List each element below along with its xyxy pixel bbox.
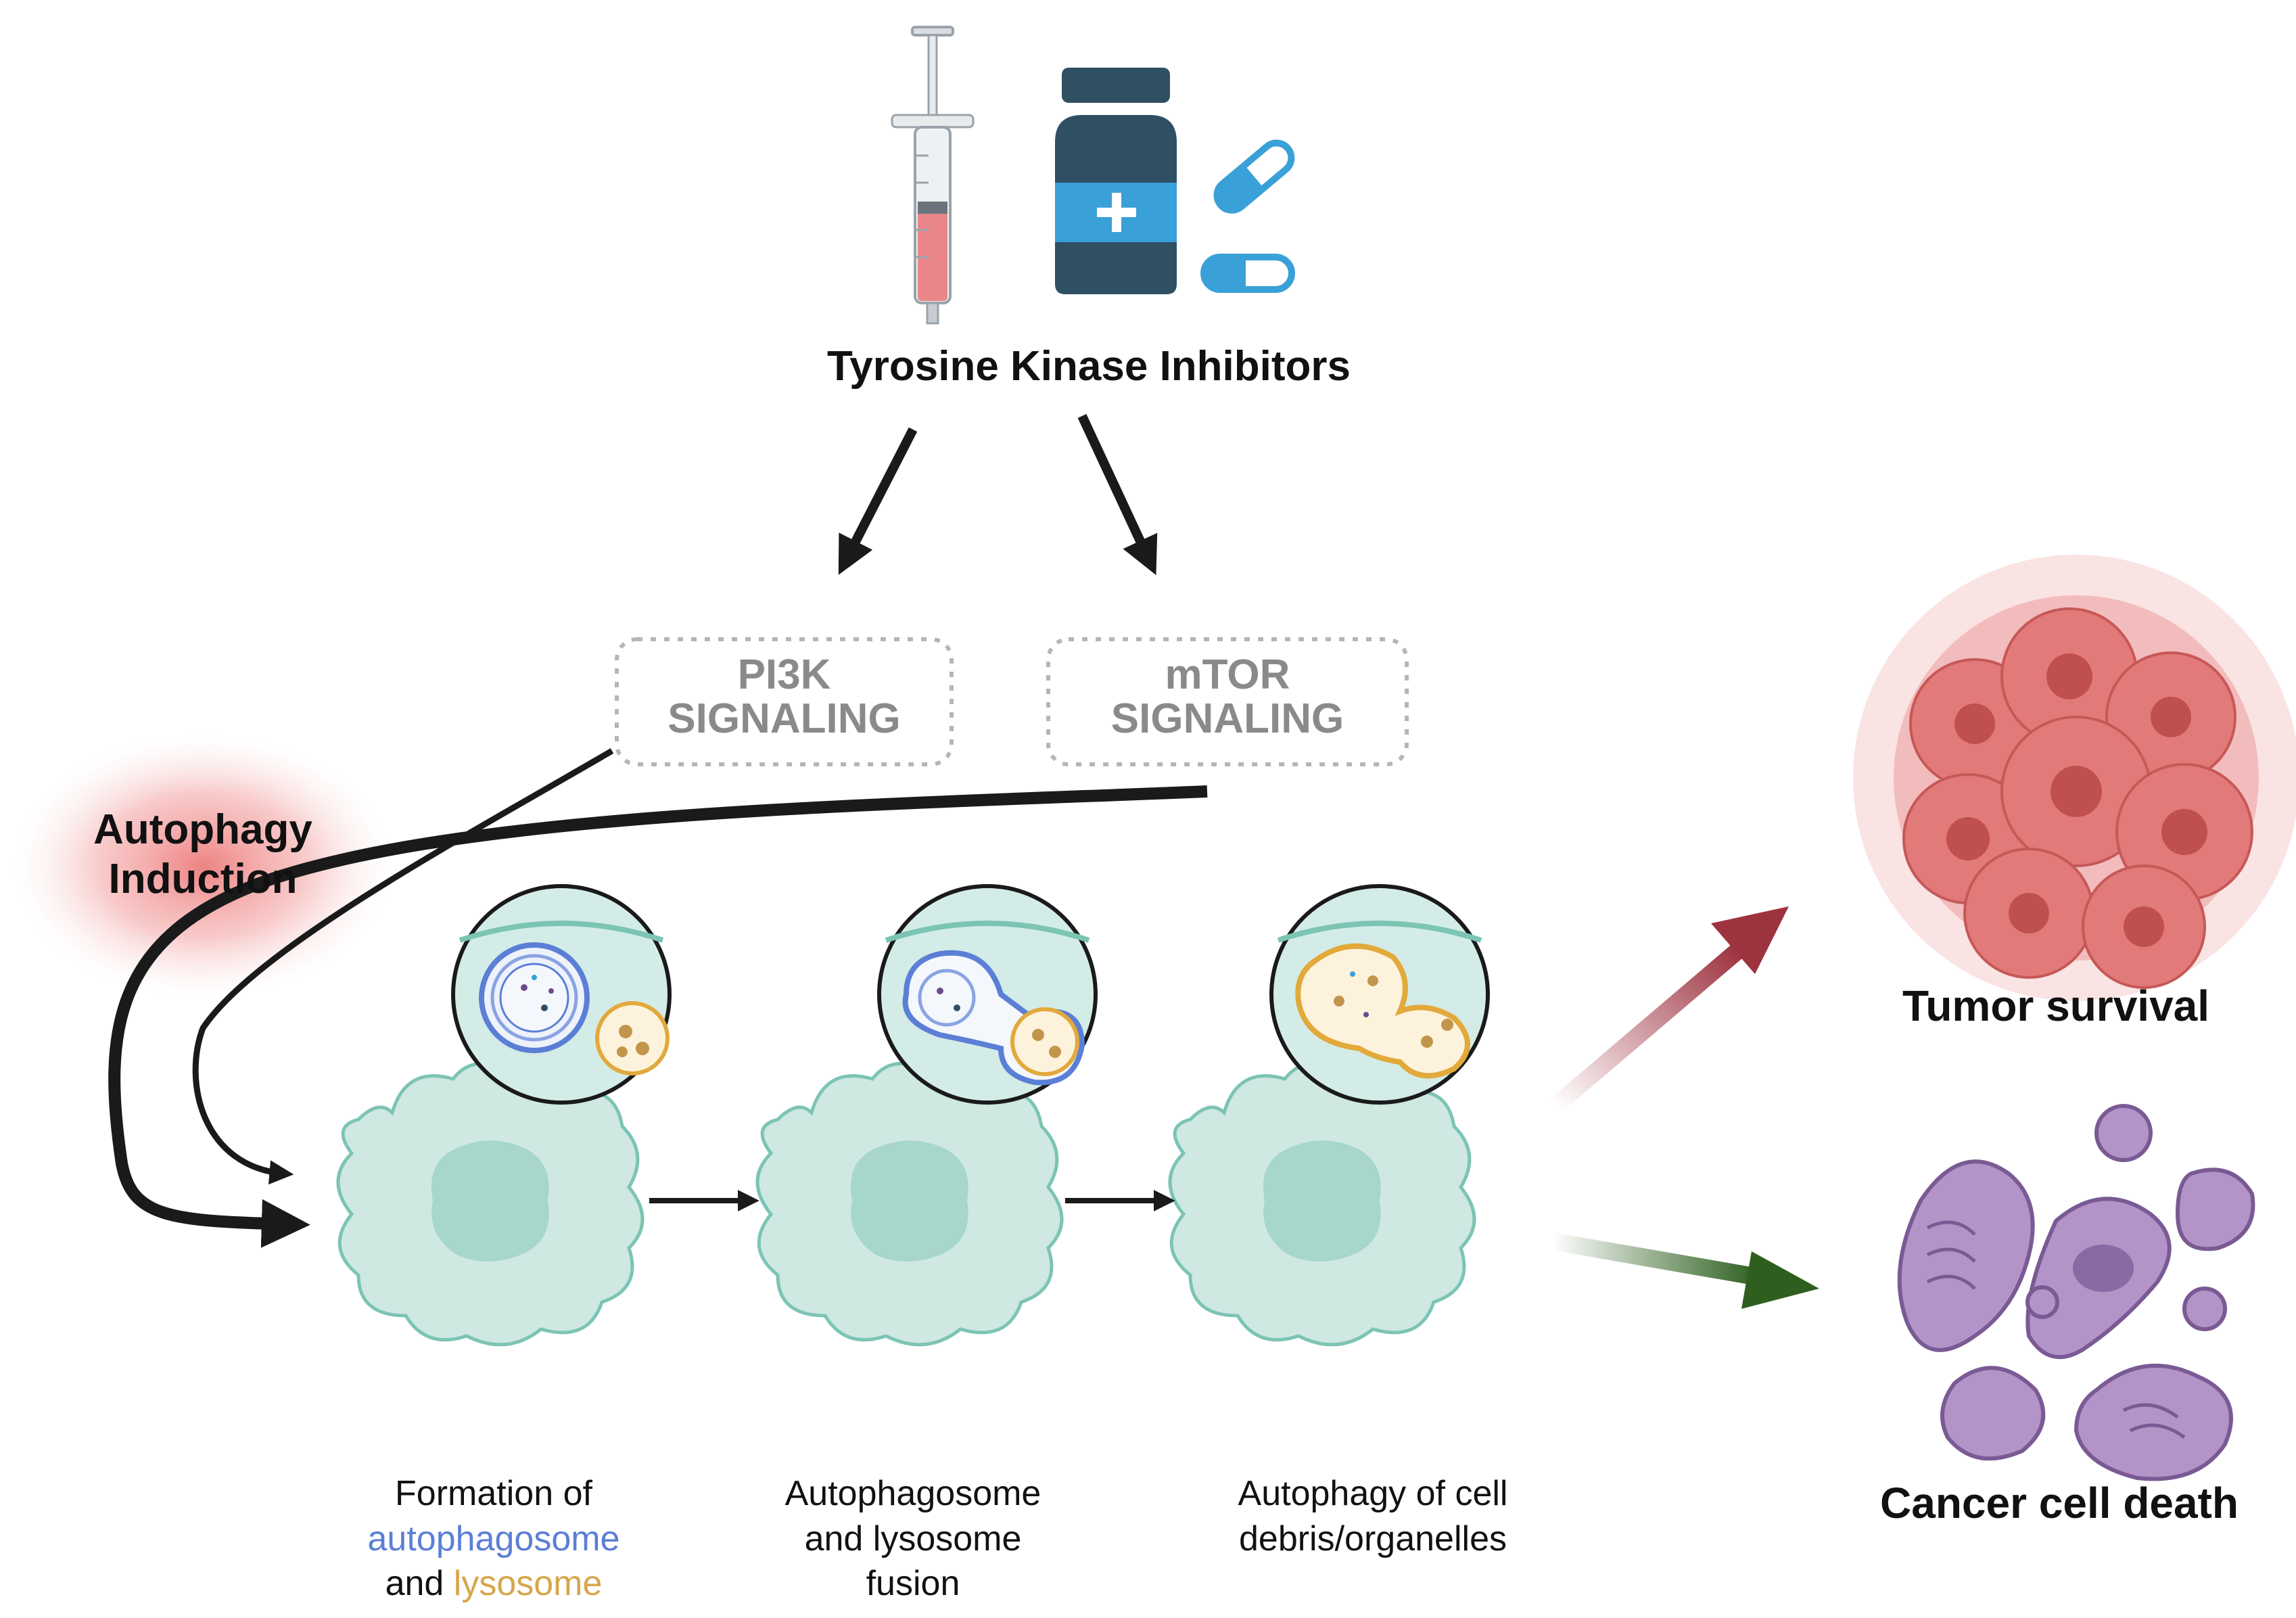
induction-line2: Induction <box>108 856 298 903</box>
pi3k-line1: PI3K <box>737 651 831 698</box>
syringe-icon <box>891 26 975 325</box>
stage1-line3: and lysosome <box>325 1561 663 1607</box>
stage3-caption: Autophagy of cell debris/organelles <box>1197 1471 1549 1561</box>
stage2-caption: Autophagosome and lysosome fusion <box>744 1471 1082 1607</box>
mtor-line1: mTOR <box>1165 651 1290 698</box>
cell-stage3 <box>1168 1061 1476 1347</box>
cell-stage2 <box>755 1061 1064 1347</box>
death-arrow <box>1550 1232 1819 1309</box>
pill-bottle-icon <box>1055 68 1177 294</box>
stage3-line2: debris/organelles <box>1238 1519 1507 1558</box>
induction-glow <box>14 734 392 998</box>
cell-stage1 <box>336 1061 645 1347</box>
pi3k-label: PI3K SIGNALING <box>617 653 952 741</box>
stage2-line1: Autophagosome <box>784 1474 1041 1513</box>
outcome-death: Cancer cell death <box>1880 1479 2239 1527</box>
mtor-line2: SIGNALING <box>1110 695 1344 743</box>
stage1-caption: Formation of autophagosome and lysosome <box>325 1471 663 1607</box>
stage2-line2: and lysosome <box>804 1519 1022 1558</box>
stage2-line3: fusion <box>866 1564 960 1604</box>
induction-label: Autophagy Induction <box>61 805 345 904</box>
stage1-and: and <box>385 1564 454 1604</box>
survival-arrow <box>1549 906 1789 1113</box>
mtor-label: mTOR SIGNALING <box>1048 653 1407 741</box>
pi3k-line2: SIGNALING <box>667 695 901 743</box>
induction-line1: Autophagy <box>93 806 312 853</box>
outcome-survival: Tumor survival <box>1902 981 2210 1030</box>
zoom-stage3 <box>1269 884 1490 1105</box>
capsule-icon <box>1200 139 1295 293</box>
mtor-box <box>1046 637 1409 766</box>
page-title: Tyrosine Kinase Inhibitors <box>826 343 1351 390</box>
dead-cell-icon <box>1897 1104 2255 1481</box>
stage1-lysosome: lysosome <box>453 1564 603 1604</box>
tumor-cluster-icon <box>1853 555 2296 1001</box>
stage3-line1: Autophagy of cell <box>1238 1474 1508 1513</box>
zoom-stage2 <box>877 884 1098 1105</box>
pi3k-box <box>615 637 954 766</box>
stage1-line1: Formation of <box>395 1474 592 1513</box>
zoom-stage1 <box>451 884 672 1105</box>
stage1-autophagosome: autophagosome <box>367 1519 620 1558</box>
